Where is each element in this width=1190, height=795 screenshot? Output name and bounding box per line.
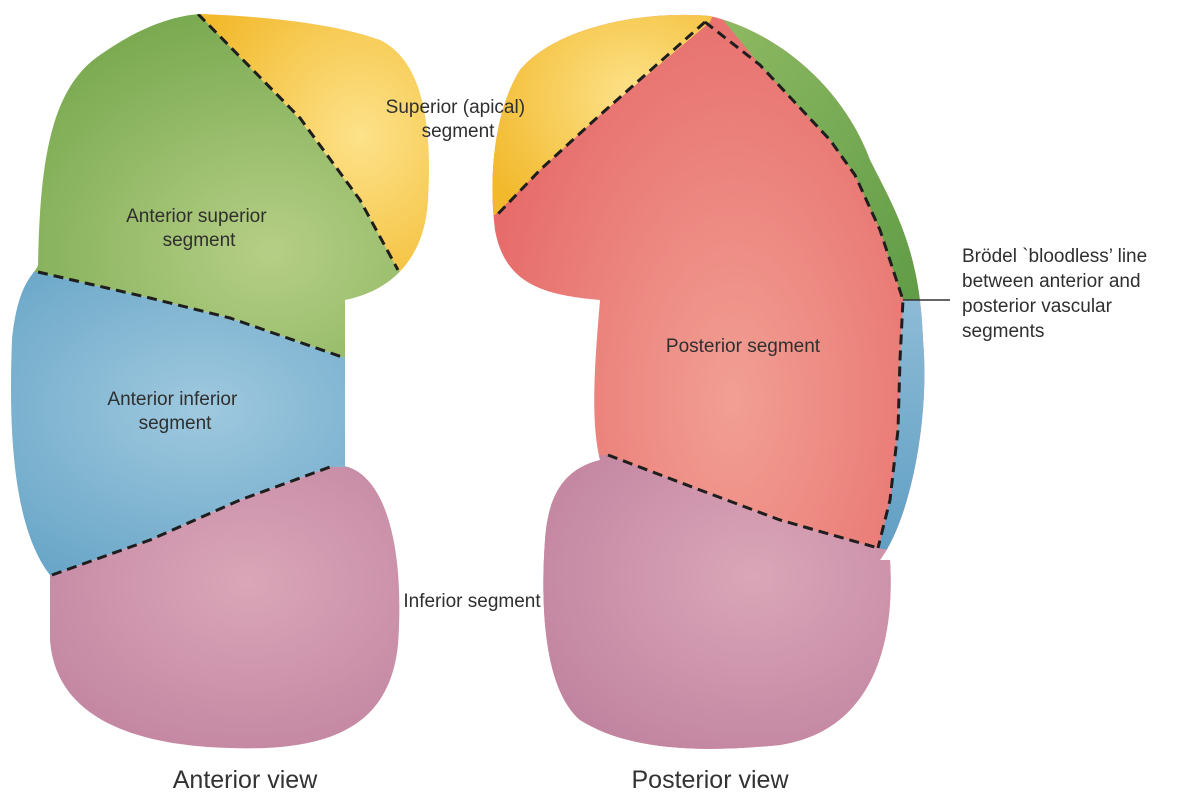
label-posterior-line1: Posterior segment (666, 336, 821, 357)
label-anterior-superior-line2: segment (163, 230, 237, 251)
label-anterior-inferior-line2: segment (139, 413, 213, 434)
label-superior-apical-line1: Superior (apical) (386, 97, 525, 118)
brodel-annotation: Brödel `bloodless’ line between anterior… (903, 246, 1152, 342)
label-inferior-line1: Inferior segment (403, 591, 541, 612)
caption-posterior-view: Posterior view (632, 766, 790, 794)
annotation-line4: segments (962, 321, 1044, 342)
caption-anterior-view: Anterior view (173, 766, 318, 794)
annotation-text: Brödel `bloodless’ line between anterior… (962, 246, 1152, 342)
label-posterior: Posterior segment (666, 336, 821, 357)
label-anterior-superior-line1: Anterior superior (126, 206, 267, 227)
posterior-kidney (480, 0, 945, 795)
label-inferior: Inferior segment (403, 591, 541, 612)
label-anterior-inferior-line1: Anterior inferior (107, 389, 238, 410)
annotation-line2: between anterior and (962, 271, 1141, 292)
label-superior-apical-line2: segment (422, 121, 496, 142)
annotation-line3: posterior vascular (962, 296, 1113, 317)
annotation-line1: Brödel `bloodless’ line (962, 246, 1147, 267)
